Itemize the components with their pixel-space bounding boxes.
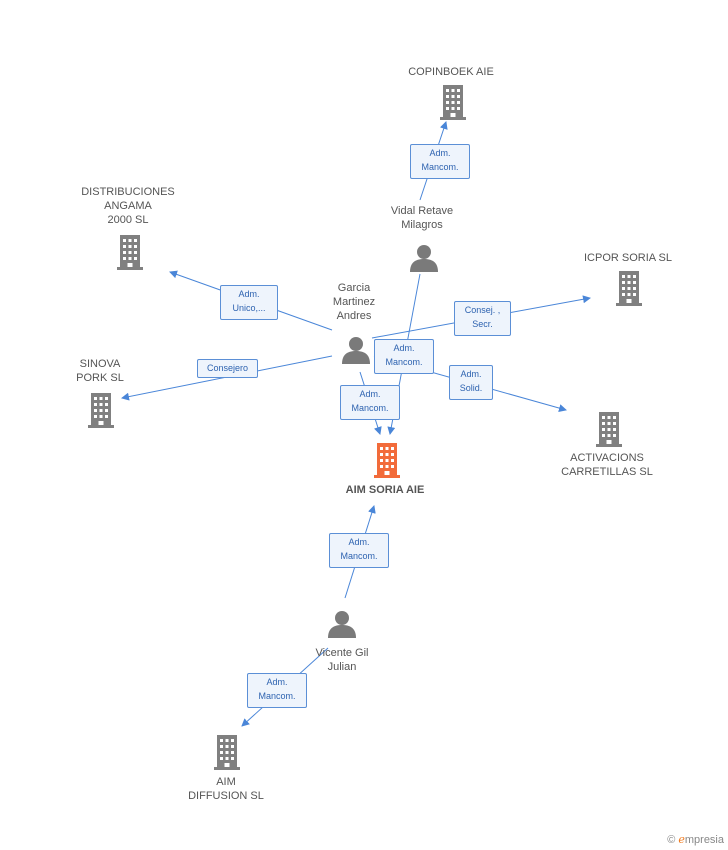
- company-label: AIM SORIA AIE: [345, 484, 425, 496]
- relation-label: Adm. Mancom.: [374, 339, 434, 374]
- person-vicente[interactable]: Vicente Gil Julian: [282, 646, 402, 674]
- building-icon: [88, 393, 114, 428]
- company-copinboek[interactable]: COPINBOEK AIE: [391, 65, 511, 79]
- building-icon: [374, 443, 400, 478]
- relation-label: Adm. Mancom.: [410, 144, 470, 179]
- relation-label: Consejero: [197, 359, 258, 378]
- company-label: ICPOR SORIA SL: [583, 252, 673, 264]
- person-icon: [328, 611, 356, 638]
- company-label: AIM DIFFUSION SL: [188, 776, 264, 802]
- building-icon: [214, 735, 240, 770]
- person-vidal[interactable]: Vidal Retave Milagros: [362, 204, 482, 232]
- brand-logo: © empresia: [667, 833, 724, 846]
- relation-label: Adm. Mancom.: [247, 673, 307, 708]
- relation-label: Adm. Unico,...: [220, 285, 278, 320]
- company-label: SINOVA PORK SL: [76, 358, 124, 384]
- copyright-symbol: ©: [667, 834, 676, 846]
- building-icon: [117, 235, 143, 270]
- relation-label: Adm. Mancom.: [329, 533, 389, 568]
- company-icpor[interactable]: ICPOR SORIA SL: [568, 251, 688, 265]
- company-aim-diffusion[interactable]: AIM DIFFUSION SL: [176, 775, 276, 803]
- company-label: ACTIVACIONS CARRETILLAS SL: [561, 452, 653, 478]
- person-icon: [410, 245, 438, 272]
- person-label: Vicente Gil Julian: [315, 647, 369, 673]
- person-label: Garcia Martinez Andres: [332, 282, 376, 322]
- brand-name: mpresia: [684, 834, 724, 846]
- building-icon: [596, 412, 622, 447]
- company-activacions[interactable]: ACTIVACIONS CARRETILLAS SL: [547, 451, 667, 479]
- building-icon: [616, 271, 642, 306]
- brand-initial: e: [678, 833, 685, 846]
- company-sinova[interactable]: SINOVA PORK SL: [50, 357, 150, 385]
- person-label: Vidal Retave Milagros: [390, 205, 454, 231]
- company-label: COPINBOEK AIE: [408, 66, 494, 78]
- person-icon: [342, 337, 370, 364]
- person-garcia[interactable]: Garcia Martinez Andres: [304, 281, 404, 323]
- relation-label: Adm. Mancom.: [340, 385, 400, 420]
- company-distribuciones[interactable]: DISTRIBUCIONES ANGAMA 2000 SL: [68, 185, 188, 227]
- building-icon: [440, 85, 466, 120]
- relation-label: Adm. Solid.: [449, 365, 493, 400]
- company-label: DISTRIBUCIONES ANGAMA 2000 SL: [81, 186, 175, 226]
- relation-label: Consej. , Secr.: [454, 301, 511, 336]
- company-aim-soria[interactable]: AIM SORIA AIE: [325, 483, 445, 497]
